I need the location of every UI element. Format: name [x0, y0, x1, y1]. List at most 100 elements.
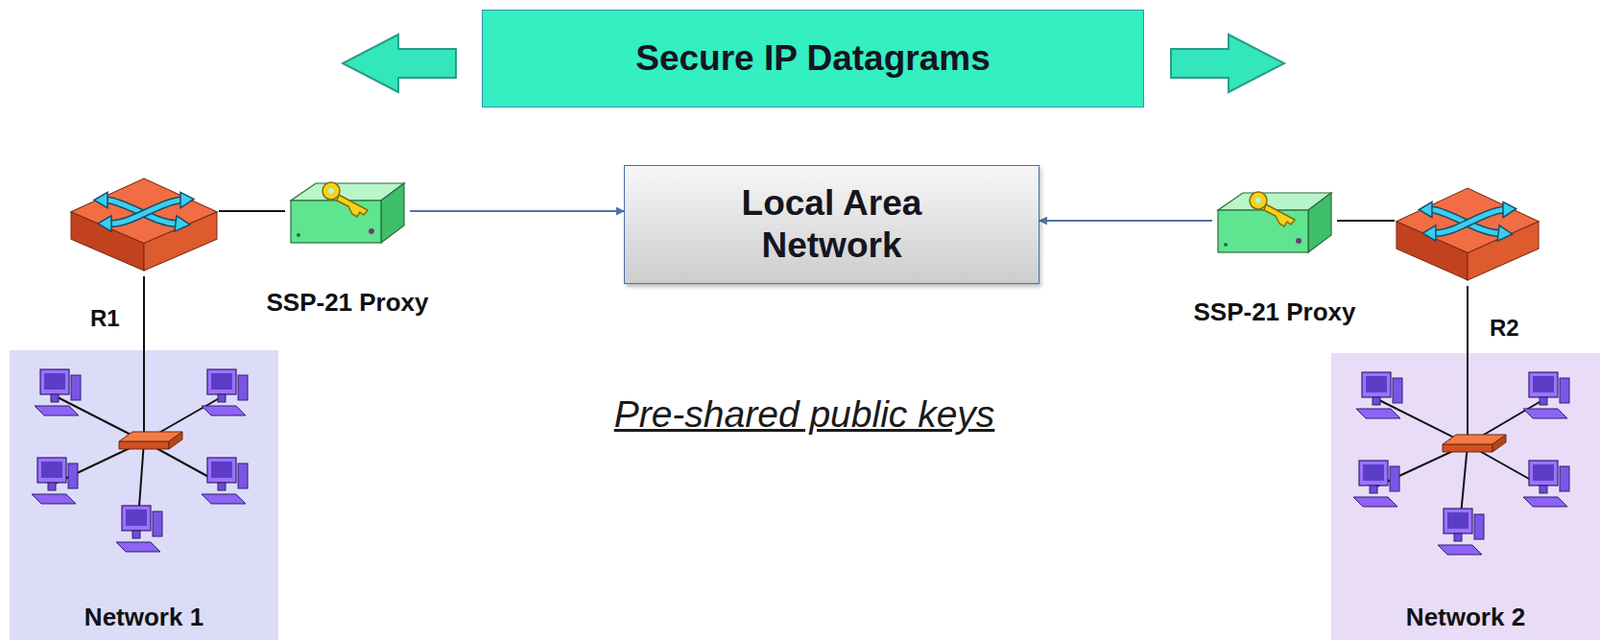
router-label: R2 — [1489, 314, 1520, 342]
network-illustration-part-part — [71, 375, 81, 401]
network-illustration-part-part — [1539, 485, 1548, 494]
proxy-symbol-part — [1217, 210, 1309, 253]
router-symbol-part — [71, 178, 217, 243]
router-icon: R2 — [1394, 182, 1541, 287]
network-illustration-part-part — [1532, 464, 1554, 481]
router-symbol — [1394, 182, 1541, 287]
network-illustration-part-part — [238, 463, 248, 489]
router-symbol-part — [97, 215, 112, 232]
network-illustration-part-part — [1359, 460, 1388, 486]
network-illustration — [9, 350, 279, 640]
network-illustration-part-part — [1474, 514, 1484, 540]
proxy-symbol-part — [1308, 192, 1332, 253]
proxy-label: SSP-21 Proxy — [265, 287, 429, 318]
network-illustration-part — [1523, 460, 1570, 507]
proxy-symbol — [1212, 185, 1338, 257]
router-icon: R1 — [69, 172, 219, 277]
network-illustration-part-part — [1437, 545, 1482, 555]
proxy-symbol-part — [1249, 191, 1267, 210]
network-illustration-part-part — [207, 457, 237, 483]
network-illustration-part-part — [152, 511, 163, 537]
proxy-symbol — [285, 175, 410, 247]
network-illustration-part — [1356, 372, 1403, 419]
proxy-symbol-part — [290, 200, 382, 243]
network-illustration-part — [116, 505, 163, 552]
network-illustration-part-part — [41, 461, 63, 478]
network-illustration-part-part — [1454, 533, 1462, 542]
network-region: Network 2 — [1331, 353, 1600, 640]
network-illustration-part-part — [121, 505, 151, 531]
network-illustration-part-part — [34, 405, 79, 416]
network-illustration-part-part — [211, 373, 233, 390]
network-illustration-part — [1492, 434, 1506, 453]
box-label: Secure IP Datagrams — [635, 38, 991, 79]
network-illustration-part — [34, 369, 81, 416]
network-illustration-part-part — [211, 461, 233, 478]
network-illustration-part-part — [1361, 372, 1391, 398]
network-illustration-part-part — [1528, 460, 1558, 486]
router-symbol-part — [1396, 188, 1539, 253]
network-illustration-part-part — [1353, 497, 1398, 507]
link-line — [218, 210, 286, 213]
network-illustration — [1331, 353, 1600, 640]
network-illustration-part-part — [1559, 378, 1570, 404]
network-illustration-part — [201, 369, 248, 416]
network-illustration-part-part — [68, 463, 78, 489]
network-illustration-part — [119, 441, 169, 450]
network-illustration-part — [1466, 353, 1469, 439]
link-line — [143, 276, 145, 351]
network-illustration-part-part — [125, 509, 147, 526]
network-illustration-part-part — [1559, 466, 1570, 492]
proxy-device: SSP-21 Proxy — [285, 175, 410, 247]
router-label: R1 — [90, 305, 120, 333]
network-illustration-part-part — [116, 542, 161, 552]
network-illustration-part-part — [1447, 512, 1469, 529]
network-illustration-part — [1442, 444, 1493, 453]
note-text: Pre-shared public keys — [614, 393, 996, 436]
network-illustration-part-part — [217, 482, 226, 491]
link-line — [1337, 219, 1395, 222]
network-illustration-part-part — [217, 394, 226, 403]
network-illustration-part-part — [47, 482, 56, 491]
network-illustration-part — [1523, 372, 1570, 419]
network-illustration-part-part — [1528, 372, 1558, 398]
router-symbol-part — [1497, 225, 1513, 241]
router-symbol — [69, 172, 219, 277]
network-label: Network 2 — [1331, 602, 1600, 633]
network-illustration-part-part — [40, 369, 70, 395]
proxy-symbol-part — [1223, 242, 1228, 247]
network-illustration-part-part — [1369, 485, 1378, 494]
network-illustration-part-part — [1523, 408, 1568, 419]
proxy-symbol-part — [328, 188, 335, 194]
network-illustration-part-part — [201, 494, 246, 504]
network-illustration-part — [168, 431, 183, 450]
network-illustration-part-part — [1392, 378, 1403, 404]
network-illustration-part — [1437, 508, 1484, 555]
arrow-connector — [1039, 219, 1213, 222]
arrow-connector — [409, 210, 624, 213]
network-illustration-part-part — [1372, 397, 1381, 406]
network-illustration-part — [143, 350, 145, 436]
left-block-arrow — [342, 34, 456, 93]
network-region: Network 1 — [9, 350, 279, 640]
router-symbol-part — [1435, 210, 1504, 234]
router-symbol-part — [174, 215, 191, 232]
proxy-symbol-part — [296, 233, 301, 238]
router-symbol-part — [94, 191, 108, 208]
network-illustration-part — [201, 457, 248, 504]
proxy-symbol-part — [1295, 238, 1302, 244]
link-line — [1466, 286, 1469, 354]
network-illustration-part-part — [1523, 497, 1568, 507]
network-illustration-part-part — [207, 369, 237, 395]
proxy-symbol-part — [322, 182, 340, 200]
router-symbol-part — [111, 200, 181, 224]
network-illustration-part-part — [1389, 466, 1400, 492]
network-illustration-part-part — [37, 457, 67, 483]
network-illustration-part-part — [1539, 397, 1548, 406]
network-label: Network 1 — [9, 602, 279, 633]
proxy-symbol-part — [1255, 197, 1262, 204]
proxy-device: SSP-21 Proxy — [1212, 185, 1338, 257]
network-illustration-part-part — [1443, 508, 1473, 534]
proxy-symbol-part — [336, 194, 368, 217]
